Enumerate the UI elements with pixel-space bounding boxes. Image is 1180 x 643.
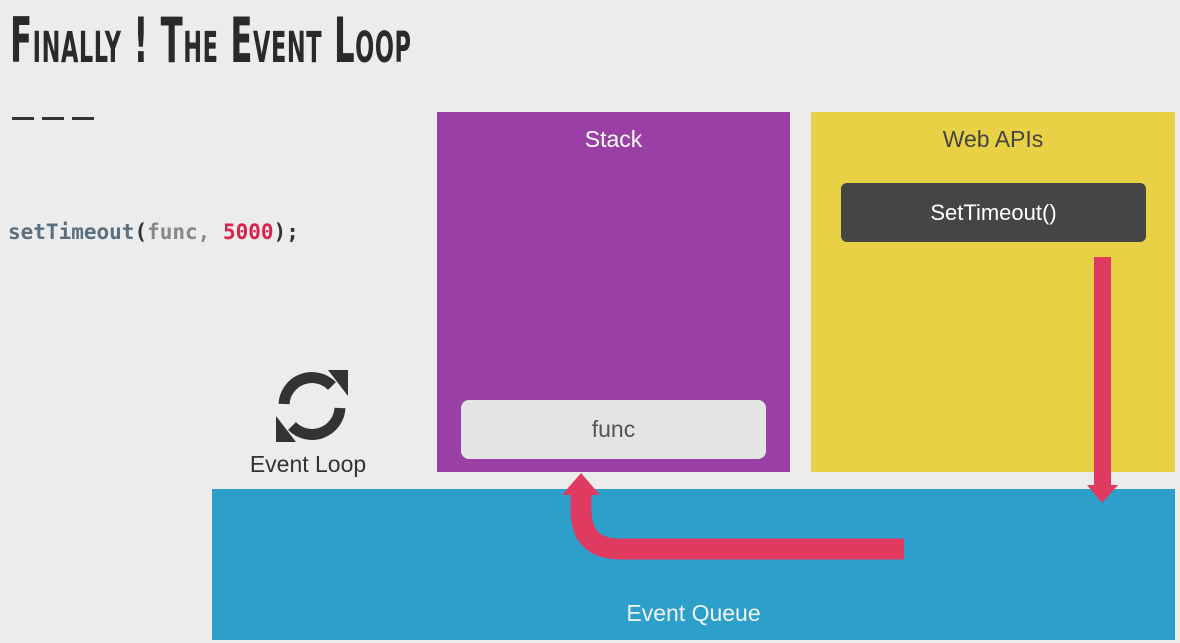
title-underline [12, 117, 94, 120]
code-open-paren: ( [134, 220, 148, 244]
refresh-icon [276, 370, 348, 442]
code-close: ); [273, 220, 299, 244]
event-queue-label: Event Queue [626, 600, 761, 626]
web-apis-panel [811, 112, 1175, 472]
code-function-name: setTimeout [8, 220, 135, 244]
web-api-settimeout: SetTimeout() [841, 183, 1146, 242]
stack-label: Stack [584, 126, 643, 152]
stack-frame-func: func [461, 400, 766, 459]
code-snippet: setTimeout(func, 5000); [8, 220, 299, 244]
event-loop-label: Event Loop [249, 451, 367, 477]
code-separator: , [197, 220, 223, 244]
web-apis-label: Web APIs [942, 126, 1044, 152]
code-delay-arg: 5000 [222, 220, 274, 244]
code-callback-arg: func [147, 220, 198, 244]
slide-title: Finally ! The Event Loop [10, 4, 412, 77]
